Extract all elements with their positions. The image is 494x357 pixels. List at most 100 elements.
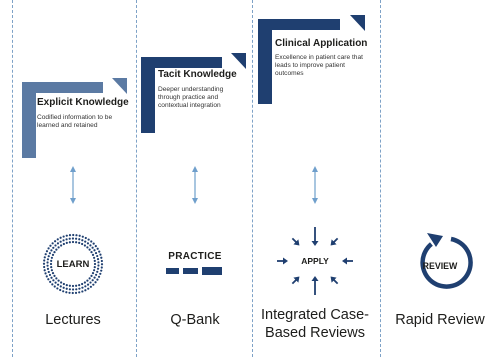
learn-icon-text: LEARN [56, 259, 90, 270]
inward-arrow [291, 237, 300, 246]
dot [89, 285, 92, 288]
inward-arrow [330, 276, 339, 285]
explicit-knowledge-description: Codified information to be learned and r… [37, 114, 113, 130]
dot [97, 275, 101, 278]
tacit-step-frame [141, 57, 222, 133]
dot [83, 244, 86, 247]
clinical-application-description: Excellence in patient care that leads to… [275, 54, 363, 78]
dot [65, 287, 68, 290]
dot [78, 234, 81, 237]
dot [84, 289, 87, 292]
dot [56, 287, 59, 290]
dot [46, 258, 50, 261]
explicit-step-frame [22, 82, 103, 158]
dot [100, 266, 103, 269]
dot [78, 284, 81, 287]
explicit-corner-triangle [112, 78, 127, 94]
dot [81, 242, 84, 246]
dot [52, 279, 55, 282]
dot [43, 265, 46, 269]
dot [47, 255, 50, 258]
dot [100, 259, 103, 263]
dot [90, 240, 93, 243]
tacit-corner-triangle [231, 53, 246, 69]
dot [46, 261, 49, 264]
dot [65, 284, 68, 287]
dot [96, 247, 99, 250]
dot [87, 238, 90, 241]
dot [96, 278, 99, 281]
dot [62, 282, 65, 286]
dot [71, 240, 75, 244]
dot [49, 244, 52, 247]
dot [84, 240, 87, 243]
dot [50, 276, 53, 279]
inward-arrow [311, 227, 319, 246]
dot [97, 264, 100, 267]
dot [86, 246, 89, 249]
column-divider-3 [252, 0, 253, 357]
dot [87, 287, 90, 290]
stage-label-lectures: Lectures [45, 312, 101, 328]
dot [86, 242, 90, 245]
dot [78, 238, 81, 241]
dot [93, 276, 96, 279]
dot [97, 261, 100, 264]
dot [91, 253, 95, 256]
dot [65, 241, 68, 244]
dot [49, 262, 53, 266]
column-divider-2 [136, 0, 137, 357]
inward-arrow [291, 276, 300, 285]
dot [62, 235, 65, 238]
dot [51, 253, 55, 256]
dot [71, 237, 75, 240]
dot [84, 236, 87, 240]
dot [50, 256, 53, 259]
dot [81, 282, 84, 286]
dot [100, 269, 103, 272]
dot [90, 274, 93, 277]
dot [57, 246, 60, 249]
dot [93, 262, 97, 266]
dot [51, 242, 54, 245]
dot [50, 266, 53, 269]
dot [96, 270, 99, 273]
dot [48, 252, 52, 255]
dot [53, 251, 56, 254]
dot [46, 264, 49, 267]
dot [75, 237, 78, 240]
dot [59, 285, 62, 288]
column-divider-4 [380, 0, 381, 357]
stage-label-rapid-review: Rapid Review [395, 312, 485, 328]
dot [92, 242, 95, 245]
dot [51, 283, 54, 286]
dot [91, 279, 94, 282]
dot [99, 272, 102, 275]
dot [68, 284, 71, 287]
dot [95, 273, 98, 276]
progress-bar-segment-2 [183, 268, 198, 274]
dot [44, 272, 47, 275]
dot [50, 269, 53, 272]
dot [68, 291, 71, 294]
dot [93, 259, 96, 262]
dot [91, 246, 94, 249]
dot [99, 253, 102, 256]
dot [56, 283, 60, 286]
dot [62, 242, 65, 246]
dot [44, 253, 47, 256]
dot [47, 270, 50, 274]
dot [48, 273, 52, 277]
dot [57, 279, 60, 282]
dot [81, 290, 84, 293]
dot [43, 269, 46, 272]
dot [71, 284, 75, 288]
dot [94, 281, 97, 284]
dot [59, 236, 62, 239]
